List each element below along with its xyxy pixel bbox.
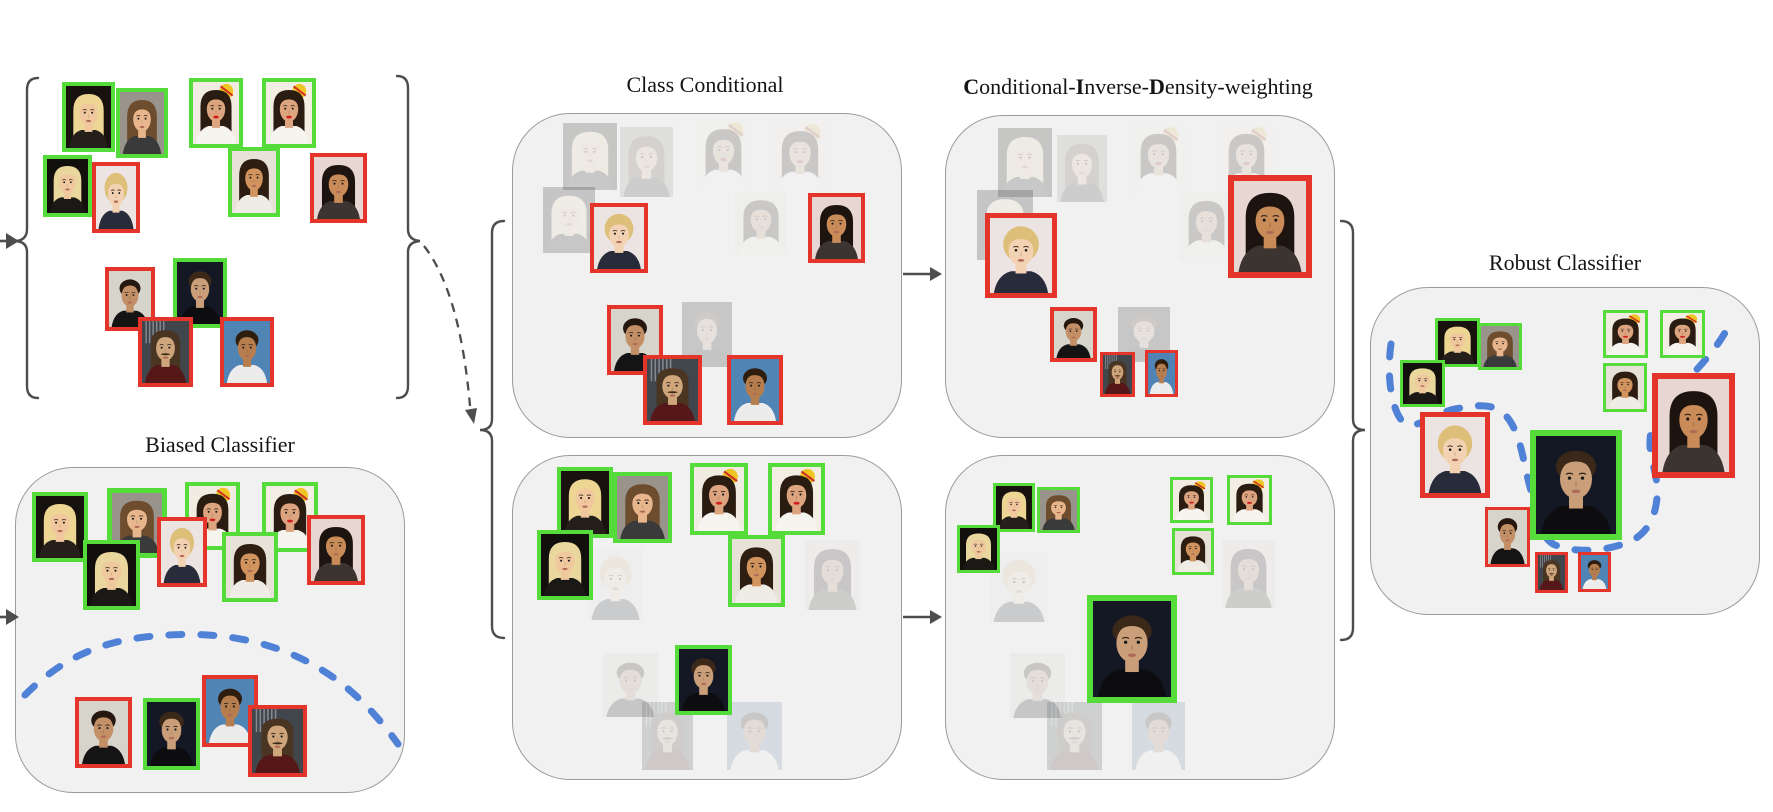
face-man-blue-bg-input-set xyxy=(220,317,274,387)
face-man-dark-bg-robust-classifier xyxy=(1530,430,1622,540)
face-long-dark-hair-woman-pink-bg-cidw-top xyxy=(1228,175,1312,278)
face-curly-dark-hair-smiling-woman-robust-classifier xyxy=(1603,363,1647,412)
face-man-blue-bg-cidw-bottom xyxy=(1132,702,1185,770)
cidw-title-bold-letter: C xyxy=(963,74,980,99)
face-dark-hair-red-lips-woman-a-input-set xyxy=(189,78,243,148)
biased-classifier-title: Biased Classifier xyxy=(145,432,295,457)
dashed-arrow-input-to-class-conditional-head xyxy=(465,408,477,424)
face-dark-hair-red-lips-woman-a-cidw-top xyxy=(1132,125,1185,193)
cidw-title: Conditional-Inverse-Density-weighting xyxy=(928,74,1348,99)
face-man-blue-bg-cidw-top xyxy=(1145,350,1178,397)
face-long-dark-hair-woman-pink-bg-biased-classifier xyxy=(307,515,365,585)
face-blonde-smiling-woman-dark-bg-input-set xyxy=(43,155,92,217)
face-short-blonde-woman-light-bg-cidw-top xyxy=(985,213,1057,298)
face-mustache-long-hair-man-class-conditional-top xyxy=(643,355,702,425)
face-short-blonde-woman-light-bg-biased-classifier xyxy=(157,517,207,587)
face-mustache-long-hair-man-cidw-bottom xyxy=(1047,702,1102,770)
face-blonde-long-hair-woman-dark-bg-cidw-top xyxy=(998,128,1052,197)
face-blonde-long-hair-woman-dark-bg-class-conditional-top xyxy=(563,123,617,190)
face-blonde-smiling-woman-dark-bg-robust-classifier xyxy=(1400,360,1445,407)
face-blonde-smiling-woman-dark-bg-biased-classifier xyxy=(83,540,140,610)
face-man-blue-bg-robust-classifier xyxy=(1578,552,1611,592)
robust-classifier-title: Robust Classifier xyxy=(1488,250,1642,275)
face-short-blonde-woman-light-bg-class-conditional-top xyxy=(590,203,648,273)
cidw-title-bold-letter: D xyxy=(1148,74,1165,99)
cidw-title-segment: ensity-weighting xyxy=(1164,74,1313,99)
face-long-dark-hair-woman-pink-bg-class-conditional-top xyxy=(808,193,865,263)
arrow-cc-to-cidw-bottom-head xyxy=(930,610,942,624)
arrow-cc-to-cidw-top-head xyxy=(930,267,942,281)
face-curly-dark-hair-smiling-woman-biased-classifier xyxy=(222,532,278,602)
arrow-into-input-head xyxy=(6,233,19,249)
cidw-title-segment: onditional- xyxy=(979,74,1076,99)
face-curly-dark-hair-smiling-woman-class-conditional-bottom xyxy=(728,535,785,607)
face-man-blue-bg-class-conditional-bottom xyxy=(727,702,782,770)
face-long-dark-hair-woman-pink-bg-robust-classifier xyxy=(1652,373,1735,478)
face-brown-hair-woman-gray-bg-input-set xyxy=(116,88,168,158)
face-short-hair-man-light-bg-robust-classifier xyxy=(1485,507,1530,567)
brace-output-right xyxy=(1339,219,1366,642)
face-dark-hair-red-lips-woman-b-cidw-bottom xyxy=(1227,475,1272,525)
face-blonde-smiling-woman-dark-bg-cidw-bottom xyxy=(957,525,1000,573)
dashed-arrow-input-to-class-conditional xyxy=(423,245,472,407)
face-blonde-long-hair-woman-dark-bg-class-conditional-bottom xyxy=(557,467,613,538)
face-curly-dark-hair-smiling-woman-class-conditional-top xyxy=(735,192,787,255)
face-mustache-long-hair-man-robust-classifier xyxy=(1535,552,1568,593)
face-long-dark-hair-woman-pink-bg-class-conditional-bottom xyxy=(805,540,860,610)
face-dark-hair-red-lips-woman-a-robust-classifier xyxy=(1603,310,1648,358)
face-dark-hair-red-lips-woman-b-input-set xyxy=(262,78,316,148)
face-blonde-long-hair-woman-dark-bg-cidw-bottom xyxy=(993,483,1035,532)
face-brown-hair-woman-gray-bg-robust-classifier xyxy=(1478,323,1522,370)
face-short-hair-man-light-bg-cidw-top xyxy=(1050,307,1097,362)
face-brown-hair-woman-gray-bg-cidw-top xyxy=(1057,135,1107,202)
brace-middle-left xyxy=(479,219,506,640)
face-dark-hair-red-lips-woman-b-class-conditional-bottom xyxy=(768,463,825,535)
face-short-blonde-woman-light-bg-input-set xyxy=(92,162,140,233)
brace-input-right xyxy=(395,74,421,400)
class-conditional-title: Class Conditional xyxy=(626,72,784,97)
face-mustache-long-hair-man-input-set xyxy=(138,317,193,387)
face-dark-hair-red-lips-woman-b-robust-classifier xyxy=(1660,310,1705,358)
face-dark-hair-red-lips-woman-b-class-conditional-top xyxy=(773,122,827,192)
face-blonde-long-hair-woman-dark-bg-input-set xyxy=(62,82,115,152)
face-mustache-long-hair-man-biased-classifier xyxy=(248,705,307,777)
face-curly-dark-hair-smiling-woman-cidw-top xyxy=(1180,192,1233,260)
face-blonde-long-hair-woman-dark-bg-biased-classifier xyxy=(32,492,88,562)
face-dark-hair-red-lips-woman-a-cidw-bottom xyxy=(1170,477,1213,523)
face-long-dark-hair-woman-pink-bg-cidw-bottom xyxy=(1222,540,1275,608)
face-short-blonde-woman-light-bg-robust-classifier xyxy=(1420,412,1490,498)
face-blonde-smiling-woman-dark-bg-class-conditional-bottom xyxy=(537,530,593,600)
face-long-dark-hair-woman-pink-bg-input-set xyxy=(310,153,367,223)
face-brown-hair-woman-gray-bg-class-conditional-bottom xyxy=(613,472,672,543)
face-blonde-smiling-woman-dark-bg-class-conditional-top xyxy=(543,187,595,253)
face-brown-hair-woman-gray-bg-cidw-bottom xyxy=(1037,487,1080,533)
cidw-title-bold-letter: I xyxy=(1075,74,1085,99)
face-brown-hair-woman-gray-bg-class-conditional-top xyxy=(620,127,673,197)
face-short-hair-man-light-bg-cidw-bottom xyxy=(1010,653,1065,718)
face-man-dark-bg-biased-classifier xyxy=(143,698,200,770)
face-mustache-long-hair-man-cidw-top xyxy=(1100,352,1135,397)
face-dark-hair-red-lips-woman-a-class-conditional-top xyxy=(697,120,750,190)
brace-input-left xyxy=(15,76,40,400)
face-man-dark-bg-cidw-bottom xyxy=(1087,595,1177,703)
face-curly-dark-hair-smiling-woman-cidw-bottom xyxy=(1172,528,1214,575)
face-man-dark-bg-input-set xyxy=(173,258,227,328)
face-man-dark-bg-class-conditional-bottom xyxy=(675,645,732,715)
face-short-hair-man-light-bg-biased-classifier xyxy=(75,697,132,768)
face-curly-dark-hair-smiling-woman-input-set xyxy=(228,147,280,217)
face-dark-hair-red-lips-woman-a-class-conditional-bottom xyxy=(690,463,748,535)
face-short-blonde-woman-light-bg-class-conditional-bottom xyxy=(588,548,643,620)
face-man-blue-bg-class-conditional-top xyxy=(727,355,783,425)
cidw-title-segment: nverse- xyxy=(1084,74,1149,99)
face-short-hair-man-light-bg-class-conditional-top xyxy=(607,305,663,375)
